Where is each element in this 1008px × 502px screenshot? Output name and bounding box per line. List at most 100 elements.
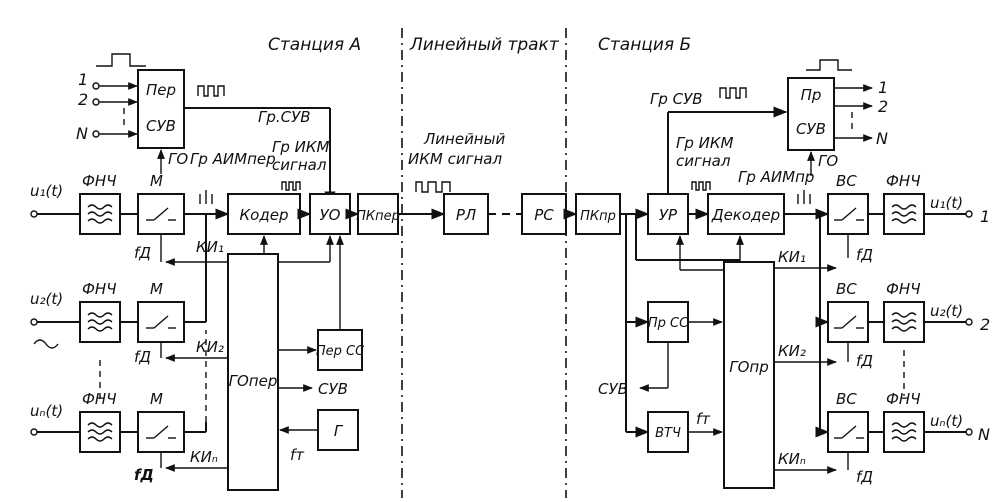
outn-num: N — [978, 425, 990, 444]
pulse-icon — [96, 53, 146, 67]
decoder-block — [707, 193, 785, 235]
vs-2-label: ВС — [836, 280, 857, 298]
fnch-bn-block — [883, 411, 925, 453]
kin-a-label: КИₙ — [190, 448, 218, 466]
ki1-a-label: КИ₁ — [196, 238, 224, 256]
fnch-b1-label: ФНЧ — [886, 172, 920, 190]
u1-label: u₁(t) — [30, 182, 63, 200]
ki2-a-label: КИ₂ — [196, 338, 224, 356]
go-pr-label: ГОпр — [729, 358, 769, 376]
ft-a-label: fт — [290, 446, 305, 464]
fnch-b2-label: ФНЧ — [886, 280, 920, 298]
u2-label: u₂(t) — [30, 290, 63, 308]
fd-bn-label: fД — [856, 468, 873, 486]
uo-label: УО — [320, 206, 341, 224]
m-n-label: М — [150, 390, 163, 408]
fnch-1-label: ФНЧ — [82, 172, 116, 190]
g-label: Г — [334, 422, 344, 440]
pr-ss-label: Пр СС — [648, 316, 689, 331]
rl-block — [443, 193, 489, 235]
sine-icon — [33, 339, 59, 349]
vs-1-label: ВС — [836, 172, 857, 190]
coder-label: Кодер — [240, 206, 289, 224]
gr-aim-per-label: Гр АИМпер — [190, 150, 276, 168]
coder-block — [227, 193, 301, 235]
pk-pr-label: ПКпр — [580, 209, 616, 224]
per-ss-label: Пер СС — [316, 344, 365, 359]
go-per-block — [227, 253, 279, 491]
rs-label: РС — [534, 206, 554, 224]
pr-suv-block — [787, 77, 835, 151]
input-2-label: 2 — [78, 90, 88, 109]
per-ss-block — [317, 329, 363, 371]
pk-pr-block — [575, 193, 621, 235]
fnch-2-block — [79, 301, 121, 343]
line-ikm-pulses — [415, 181, 451, 193]
line-ikm-label-2: ИКМ сигнал — [408, 150, 502, 168]
fnch-b2-block — [883, 301, 925, 343]
out1-num: 1 — [980, 207, 990, 226]
go-pr-block — [723, 261, 775, 489]
input-1-label: 1 — [78, 70, 88, 89]
out2-num: 2 — [980, 315, 990, 334]
go-per-label: ГОпер — [229, 372, 278, 390]
suv-a-out-label: СУВ — [318, 380, 348, 398]
suv-b-label: СУВ — [796, 120, 826, 138]
ki2-b-label: КИ₂ — [778, 342, 806, 360]
out-n-num-top: N — [876, 129, 888, 148]
kin-b-label: КИₙ — [778, 450, 806, 468]
line-ikm-label-1: Линейный — [423, 130, 505, 148]
gr-suv-b-label: Гр СУВ — [650, 90, 703, 108]
decoder-label: Декодер — [711, 206, 780, 224]
out-2-num-top: 2 — [878, 97, 888, 116]
ikm-b-pulses — [691, 181, 711, 191]
gr-suv-a-label: Гр.СУВ — [258, 108, 311, 126]
out-1-num-top: 1 — [878, 78, 888, 97]
header-line-path: Линейный тракт — [409, 35, 560, 55]
un-label: uₙ(t) — [30, 402, 63, 420]
vtch-label: ВТЧ — [655, 426, 681, 441]
fnch-n-block — [79, 411, 121, 453]
header-station-a: Станция А — [268, 35, 361, 55]
fd-a2-label: fД — [134, 348, 151, 366]
ikm-a-pulses — [281, 181, 301, 191]
input-n-label: N — [76, 124, 88, 143]
gr-ikm-b-label: Гр ИКМ — [676, 134, 734, 152]
fnch-b1-block — [883, 193, 925, 235]
pr-ss-block — [647, 301, 689, 343]
gr-aim-pr-label: Гр АИМпр — [738, 168, 814, 186]
pk-per-label: ПКпер — [356, 209, 400, 224]
m-1-label: М — [150, 172, 163, 190]
per-label: Пер — [146, 81, 176, 99]
pr-label: Пр — [801, 86, 822, 104]
gr-suv-b-pulses — [719, 87, 747, 99]
fnch-bn-label: ФНЧ — [886, 390, 920, 408]
ki1-b-label: КИ₁ — [778, 248, 806, 266]
fnch-n-label: ФНЧ — [82, 390, 116, 408]
ft-b-label: fт — [696, 410, 711, 428]
m-2-label: М — [150, 280, 163, 298]
signal-b-label: сигнал — [676, 152, 731, 170]
vs-n-label: ВС — [836, 390, 857, 408]
vtch-block — [647, 411, 689, 453]
out1-label: u₁(t) — [930, 194, 963, 212]
pk-per-block — [357, 193, 399, 235]
out2-label: u₂(t) — [930, 302, 963, 320]
gr-suv-a-pulses — [197, 85, 225, 97]
outn-label: uₙ(t) — [930, 412, 963, 430]
fd-b2-label: fД — [856, 352, 873, 370]
signal-a-label: сигнал — [272, 156, 327, 174]
fnch-1-block — [79, 193, 121, 235]
ur-block — [647, 193, 689, 235]
rs-block — [521, 193, 567, 235]
fd-an-label: fД — [134, 466, 154, 484]
fnch-2-label: ФНЧ — [82, 280, 116, 298]
suv-b-out-label: СУВ — [598, 380, 628, 398]
per-suv-block — [137, 69, 185, 149]
rl-label: РЛ — [456, 206, 476, 224]
pulse-icon-b — [806, 59, 852, 71]
ur-label: УР — [659, 206, 678, 224]
go-a-label: ГО — [168, 150, 188, 168]
fd-b1-label: fД — [856, 246, 873, 264]
